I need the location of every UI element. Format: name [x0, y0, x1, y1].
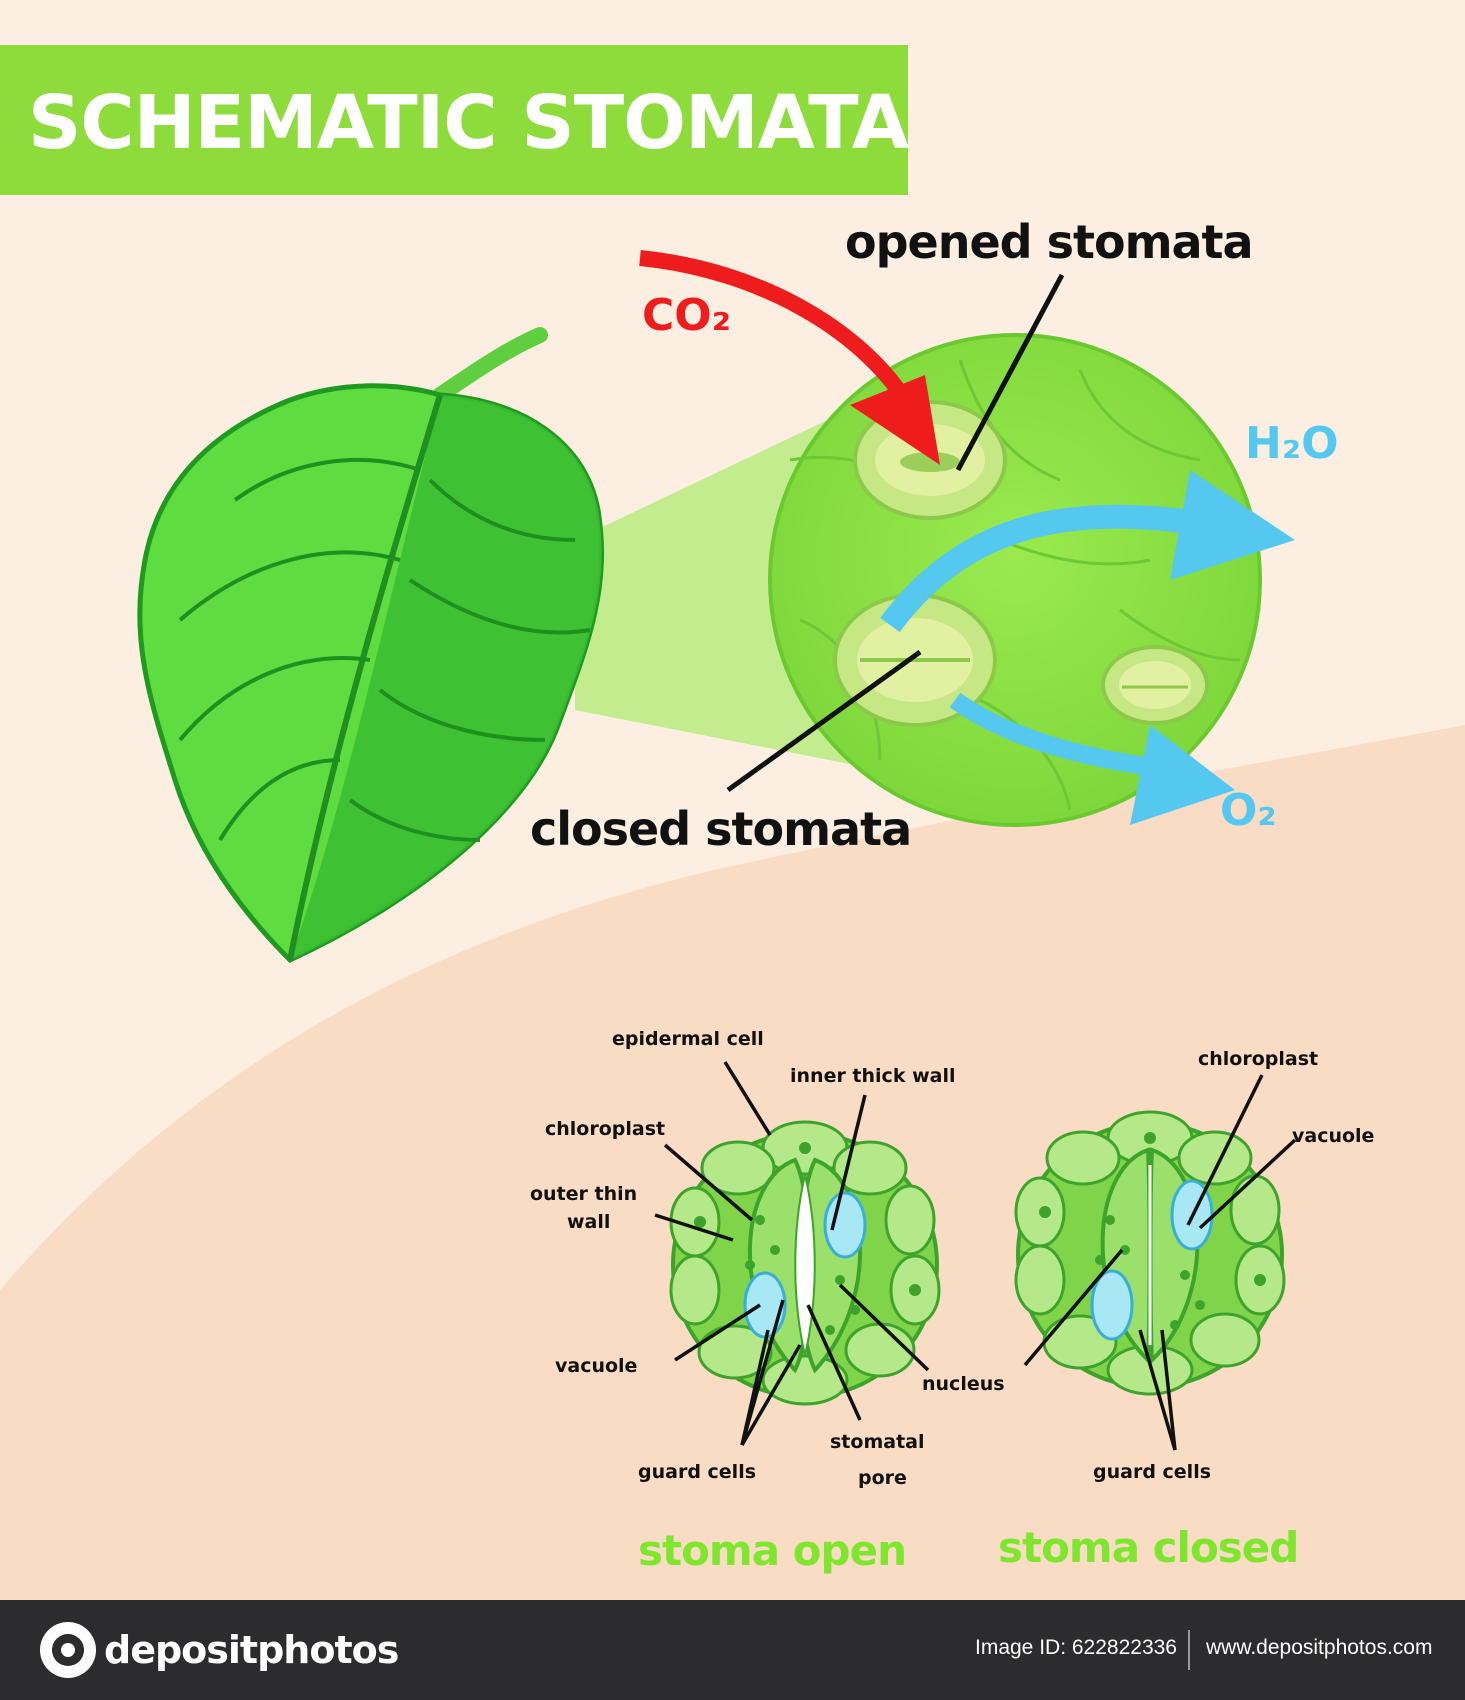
co2-arrow [639, 250, 940, 465]
guard-cells-open-label: guard cells [638, 1461, 756, 1483]
camera-logo-icon [40, 1622, 96, 1678]
opened-stomata-pointer [955, 273, 1065, 472]
outer-thin-wall-label-line2: wall [567, 1211, 610, 1233]
leaf-shaded-half [290, 395, 602, 960]
stoma-open-detail [669, 1120, 941, 1406]
footer-bar: depositphotos Image ID: 622822336 www.de… [0, 1600, 1465, 1700]
epidermal-cell-label: epidermal cell [612, 1028, 764, 1050]
chloroplast-closed-label: chloroplast [1198, 1048, 1318, 1070]
opened-stomata-label: opened stomata [845, 215, 1253, 269]
o2-label: O₂ [1220, 785, 1277, 836]
stomata-diagram: SCHEMATIC STOMATA [0, 45, 1465, 1600]
detail-pointers [654, 1061, 1297, 1451]
stoma-closed-detail [1014, 1110, 1286, 1396]
guard-cells-closed-label: guard cells [1093, 1461, 1211, 1483]
leaf [137, 327, 605, 964]
title-bar [0, 45, 908, 195]
vacuole-open-label: vacuole [555, 1355, 637, 1377]
co2-label: CO₂ [642, 290, 731, 341]
leaf-veins [178, 458, 591, 842]
page-title: SCHEMATIC STOMATA [28, 80, 909, 166]
nucleus-label: nucleus [922, 1373, 1005, 1395]
leaf-stem [432, 327, 548, 403]
oxygen-arrow [949, 692, 1235, 825]
third-stoma-cells [1101, 645, 1209, 725]
depositphotos-logo[interactable]: depositphotos [40, 1622, 399, 1678]
closed-stoma-cells [833, 593, 997, 727]
footer-divider [1188, 1630, 1190, 1670]
vacuole-closed-label: vacuole [1292, 1125, 1374, 1147]
inner-thick-wall-label: inner thick wall [790, 1065, 955, 1087]
image-id: Image ID: 622822336 [975, 1636, 1177, 1659]
chloroplast-open-label: chloroplast [545, 1118, 665, 1140]
h2o-label: H₂O [1245, 418, 1339, 469]
site-link[interactable]: www.depositphotos.com [1206, 1636, 1433, 1659]
closed-stomata-label: closed stomata [530, 802, 911, 856]
leaf-midrib [287, 394, 443, 961]
water-arrow [880, 470, 1295, 633]
closed-stomata-pointer [726, 649, 922, 793]
magnified-leaf-surface [768, 333, 1262, 827]
stomatal-pore-label-line1: stomatal [830, 1431, 924, 1453]
brand-name: depositphotos [104, 1628, 399, 1672]
stoma-closed-label: stoma closed [998, 1523, 1298, 1572]
stoma-open-label: stoma open [638, 1526, 906, 1575]
outer-thin-wall-label-line1: outer thin [530, 1183, 637, 1205]
stomatal-pore-label-line2: pore [858, 1467, 907, 1489]
